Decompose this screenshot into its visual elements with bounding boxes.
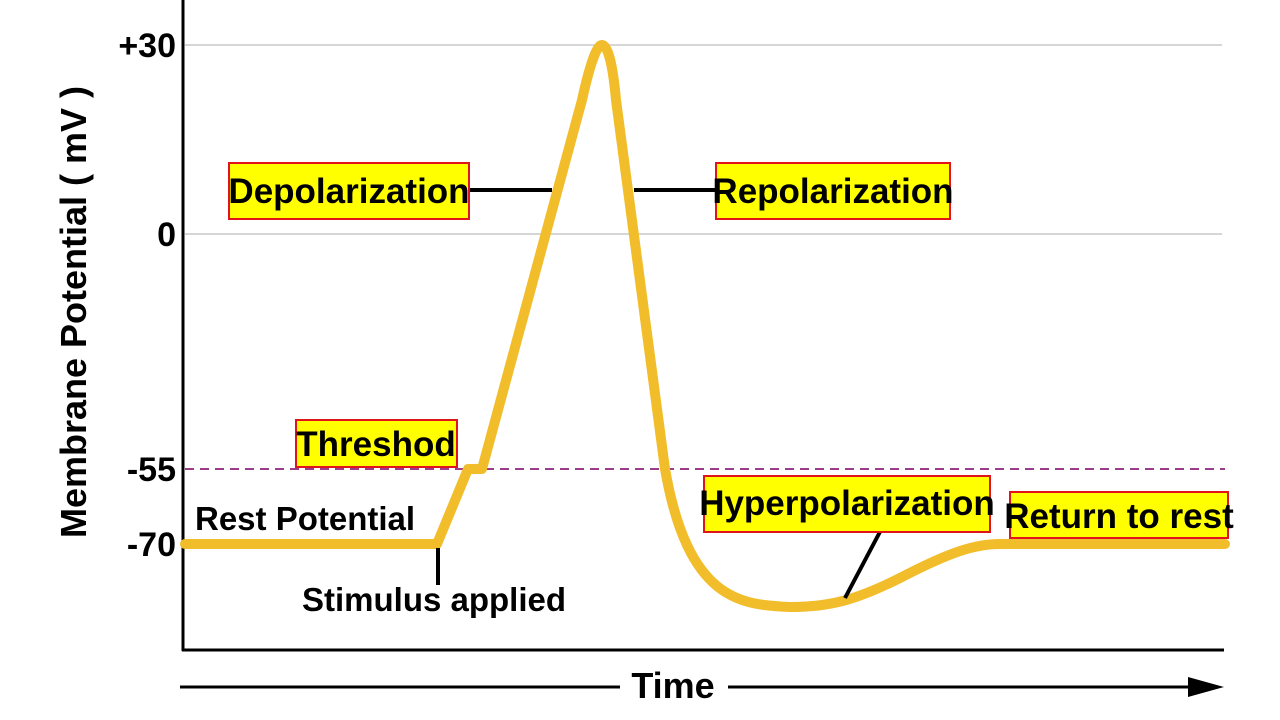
hyperpolarization-label: Hyperpolarization <box>699 484 995 523</box>
threshold-annotation: Threshod <box>295 419 458 468</box>
time-arrow-head <box>1188 677 1224 697</box>
repolarization-box <box>715 162 951 220</box>
y-tick-minus55: -55 <box>127 451 176 489</box>
action-potential-curve <box>180 40 1230 612</box>
y-axis-label: Membrane Potential ( mV ) <box>53 86 94 538</box>
return-to-rest-box <box>1009 491 1229 539</box>
depolarization-box <box>228 162 470 220</box>
hyperpolarization-box <box>703 475 991 533</box>
stimulus-applied-label: Stimulus applied <box>302 581 566 618</box>
depolarization-annotation: Depolarization <box>228 162 470 220</box>
repolarization-label: Repolarization <box>712 172 953 211</box>
y-tick-plus30: +30 <box>118 27 176 65</box>
return-to-rest-annotation: Return to rest <box>1004 491 1234 539</box>
threshold-label: Threshod <box>296 425 455 464</box>
depolarization-label: Depolarization <box>228 172 469 211</box>
x-axis-label: Time <box>631 665 714 706</box>
threshold-box <box>295 419 458 468</box>
y-tick-zero: 0 <box>157 216 176 254</box>
repolarization-annotation: Repolarization <box>712 162 954 220</box>
hyperpolarization-leader <box>843 527 884 599</box>
hyperpolarization-annotation: Hyperpolarization <box>699 475 995 533</box>
rest-potential-label: Rest Potential <box>195 500 415 537</box>
return-to-rest-label: Return to rest <box>1004 497 1234 536</box>
y-tick-minus70: -70 <box>127 526 176 564</box>
